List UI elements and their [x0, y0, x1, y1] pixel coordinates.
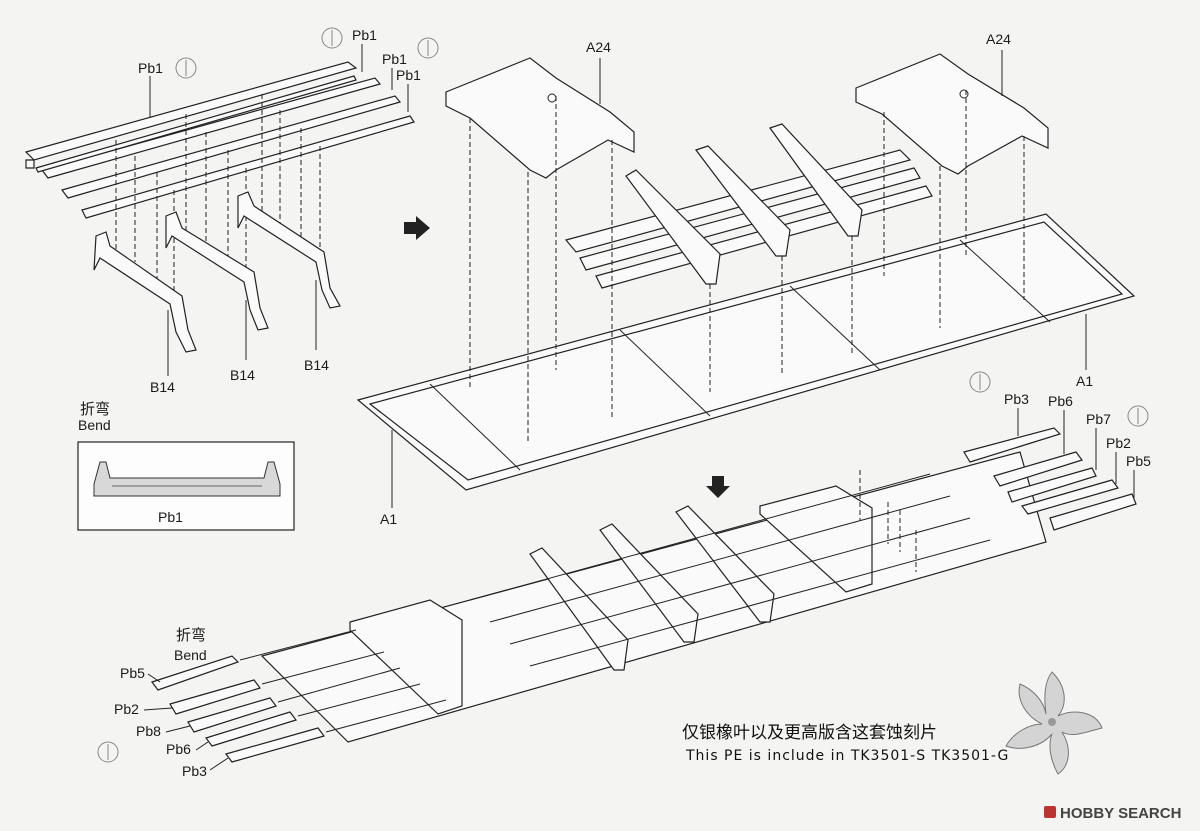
chassis-frame-a1-bottom — [260, 451, 1047, 743]
bend-label-en-top: Bend — [78, 417, 111, 433]
label-b14-a: B14 — [150, 379, 175, 395]
label-l-pb6: Pb6 — [166, 741, 191, 757]
label-b14-b: B14 — [230, 367, 255, 383]
note-cn: 仅银橡叶以及更高版含这套蚀刻片 — [682, 723, 937, 743]
a1-top-dashed-guides — [469, 90, 1025, 442]
label-r-pb5: Pb5 — [1126, 453, 1151, 469]
label-pb1-d: Pb1 — [396, 67, 421, 83]
pb1-rails-group — [24, 61, 415, 219]
pb1-dashed-guides — [115, 94, 321, 300]
pe-fret-icon — [175, 27, 439, 79]
label-pb1-a: Pb1 — [138, 60, 163, 76]
pb1-bend-sample — [93, 461, 281, 497]
label-pb1-b: Pb1 — [352, 27, 377, 43]
a24-right-part — [855, 53, 1049, 175]
label-l-pb2: Pb2 — [114, 701, 139, 717]
label-a24-right: A24 — [986, 31, 1011, 47]
crossmember-rails-top — [564, 123, 933, 289]
label-l-pb8: Pb8 — [136, 723, 161, 739]
pb-plates-right-guides — [859, 470, 917, 572]
pb-plates-left-arrows — [239, 629, 447, 733]
label-b14-c: B14 — [304, 357, 329, 373]
label-l-pb5: Pb5 — [120, 665, 145, 681]
bend-label-cn-bottom: 折弯 — [176, 626, 206, 644]
label-a1-right: A1 — [1076, 373, 1093, 389]
label-a1-left: A1 — [380, 511, 397, 527]
label-r-pb3: Pb3 — [1004, 391, 1029, 407]
label-a24-left: A24 — [586, 39, 611, 55]
oak-leaf-icon — [1005, 671, 1103, 775]
label-r-pb7: Pb7 — [1086, 411, 1111, 427]
a24-left-part — [445, 57, 635, 179]
note-en: This PE is include in TK3501-S TK3501-G — [685, 748, 1009, 764]
arrow-icon — [404, 216, 730, 498]
inset-part-label: Pb1 — [158, 509, 183, 525]
label-pb1-c: Pb1 — [382, 51, 407, 67]
label-r-pb2: Pb2 — [1106, 435, 1131, 451]
pb-plates-left — [151, 655, 326, 763]
watermark-text: HOBBY SEARCH — [1060, 805, 1181, 822]
bend-label-en-bottom: Bend — [174, 647, 207, 663]
b14-brackets — [93, 191, 341, 353]
pe-fret-icon-bottom — [97, 371, 1149, 763]
bend-label-cn-top: 折弯 — [80, 400, 110, 418]
watermark: HOBBY SEARCH — [1044, 805, 1181, 822]
label-r-pb6: Pb6 — [1048, 393, 1073, 409]
chassis-frame-a1-top — [356, 213, 1136, 491]
label-l-pb3: Pb3 — [182, 763, 207, 779]
pb-plates-right — [963, 427, 1137, 531]
